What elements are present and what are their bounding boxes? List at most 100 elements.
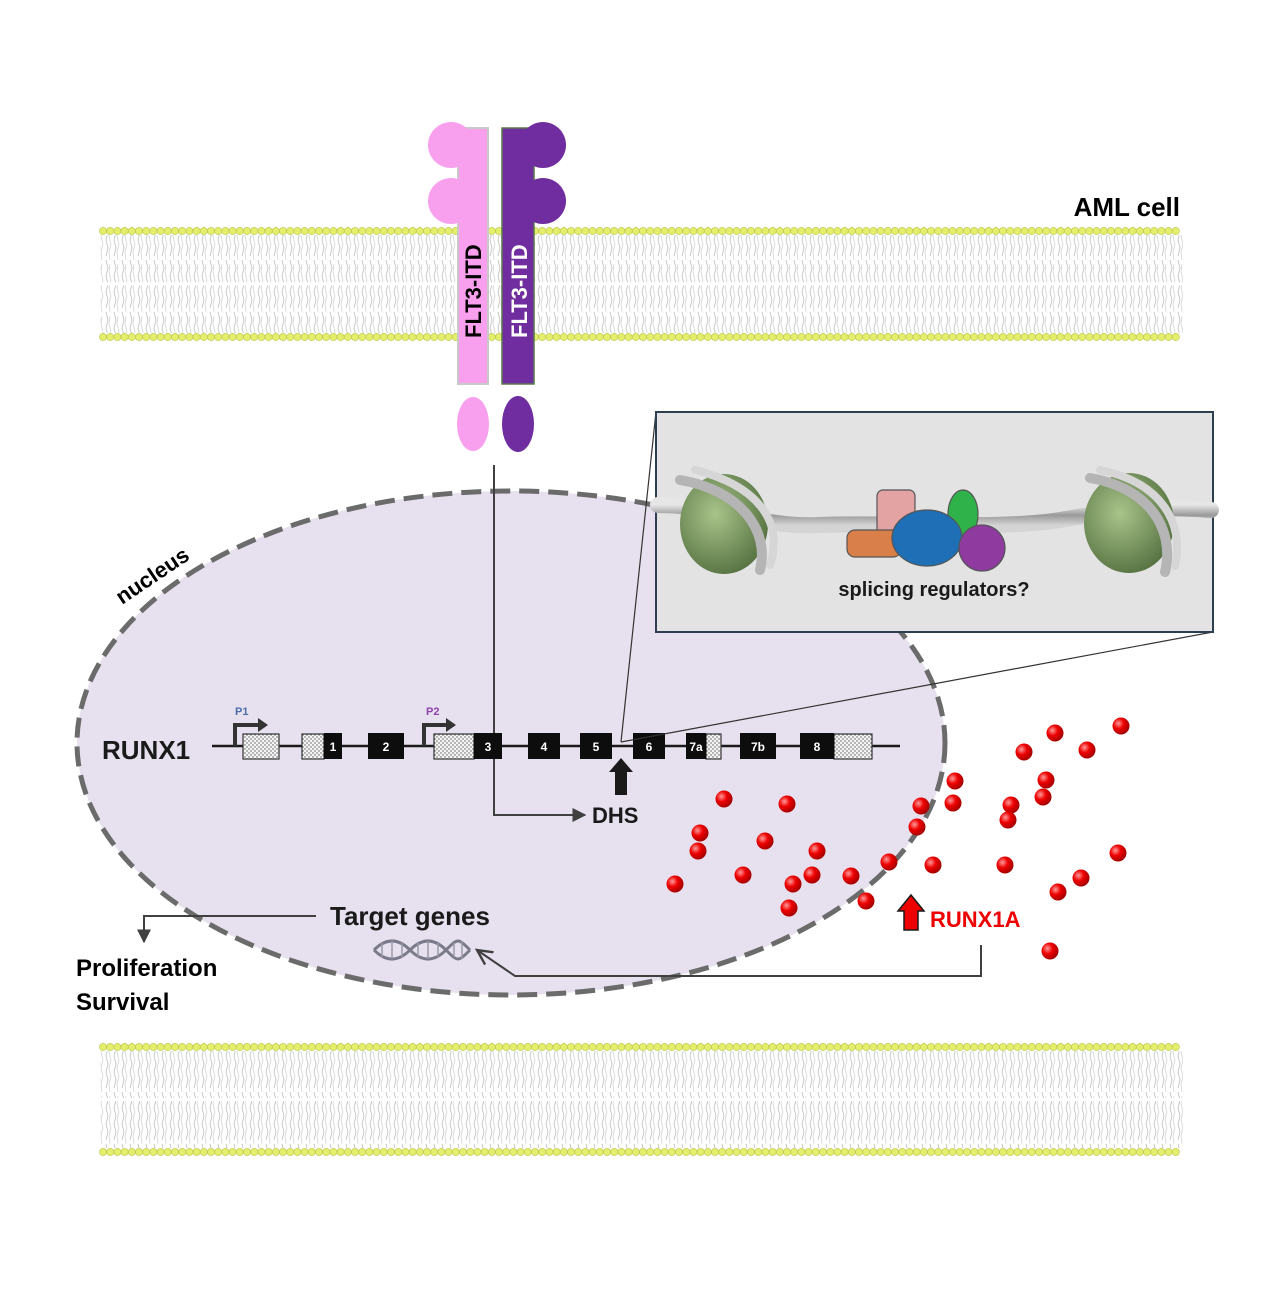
lipid-head bbox=[718, 227, 727, 235]
lipid-head bbox=[329, 1148, 338, 1156]
outcome-proliferation: Proliferation bbox=[76, 955, 217, 982]
lipid-head bbox=[127, 1148, 136, 1156]
lipid-head bbox=[1006, 1043, 1015, 1051]
lipid-head bbox=[898, 333, 907, 341]
lipid-head bbox=[487, 1043, 496, 1051]
lipid-head bbox=[127, 333, 136, 341]
lipid-head bbox=[365, 1148, 374, 1156]
lipid-head bbox=[286, 227, 295, 235]
lipid-head bbox=[372, 1148, 381, 1156]
lipid-head bbox=[775, 227, 784, 235]
lipid-head bbox=[682, 227, 691, 235]
lipid-head bbox=[718, 333, 727, 341]
lipid-head bbox=[919, 333, 928, 341]
lipid-head bbox=[1114, 1043, 1123, 1051]
lipid-head bbox=[610, 1148, 619, 1156]
lipid-head bbox=[754, 227, 763, 235]
lipid-head bbox=[423, 1043, 431, 1051]
lipid-head bbox=[639, 1043, 647, 1051]
lipid-head bbox=[538, 227, 547, 235]
lipid-head bbox=[588, 1043, 597, 1051]
runx1a-protein-cloud bbox=[666, 717, 1130, 960]
lipid-head bbox=[1063, 1043, 1072, 1051]
lipid-head bbox=[1078, 227, 1087, 235]
promoter-arrow-icon: P1 bbox=[233, 706, 268, 746]
lipid-head bbox=[480, 1043, 489, 1051]
lipid-head bbox=[675, 1148, 683, 1156]
lipid-head bbox=[1063, 333, 1072, 341]
lipid-head bbox=[286, 333, 295, 341]
lipid-head bbox=[329, 333, 338, 341]
runx1a-protein bbox=[944, 794, 962, 812]
lipid-head bbox=[963, 1043, 971, 1051]
lipid-head bbox=[142, 1148, 151, 1156]
runx1a-protein bbox=[842, 867, 860, 885]
lipid-head bbox=[797, 227, 806, 235]
lipid-head bbox=[192, 1148, 201, 1156]
lipid-head bbox=[1099, 227, 1108, 235]
lipid-head bbox=[538, 1148, 547, 1156]
lipid-head bbox=[423, 227, 431, 235]
lipid-head bbox=[387, 1148, 395, 1156]
exon-label: 7a bbox=[689, 740, 703, 754]
lipid-head bbox=[293, 227, 302, 235]
lipid-head bbox=[1027, 333, 1036, 341]
lipid-head bbox=[754, 333, 763, 341]
lipid-head bbox=[1164, 333, 1173, 341]
exon-label: 5 bbox=[593, 740, 600, 754]
lipid-head bbox=[264, 1043, 273, 1051]
lipid-head bbox=[250, 1043, 259, 1051]
lipid-head bbox=[1135, 1043, 1144, 1051]
lipid-head bbox=[977, 333, 986, 341]
runx1a-protein bbox=[1049, 883, 1067, 901]
lipid-head bbox=[696, 1043, 705, 1051]
lipid-head bbox=[1056, 227, 1065, 235]
lipid-head bbox=[912, 1148, 921, 1156]
lipid-head bbox=[451, 1148, 460, 1156]
lipid-head bbox=[243, 1043, 251, 1051]
lipid-head bbox=[185, 1043, 194, 1051]
lipid-head bbox=[862, 1043, 871, 1051]
lipid-head bbox=[279, 333, 287, 341]
lipid-head bbox=[970, 333, 979, 341]
lipid-head bbox=[509, 1043, 518, 1051]
lipid-head bbox=[156, 333, 165, 341]
lipid-head bbox=[113, 1148, 122, 1156]
lipid-head bbox=[689, 1043, 698, 1051]
lipid-head bbox=[552, 1043, 561, 1051]
lipid-head bbox=[631, 1148, 640, 1156]
lipid-head bbox=[574, 1043, 583, 1051]
lipid-head bbox=[790, 227, 799, 235]
lipid-head bbox=[574, 1148, 583, 1156]
lipid-head bbox=[545, 227, 554, 235]
lipid-head bbox=[365, 1043, 374, 1051]
lipid-head bbox=[343, 333, 352, 341]
lipid-head bbox=[869, 333, 878, 341]
lipid-head bbox=[495, 1148, 503, 1156]
lipid-head bbox=[977, 1148, 986, 1156]
outcome-arrow bbox=[137, 915, 316, 944]
lipid-head bbox=[1157, 333, 1166, 341]
lipid-head bbox=[963, 227, 971, 235]
exon-label: 6 bbox=[646, 740, 653, 754]
lipid-head bbox=[228, 1148, 237, 1156]
lipid-head bbox=[667, 1043, 676, 1051]
lipid-head bbox=[430, 1043, 439, 1051]
lipid-head bbox=[869, 1043, 878, 1051]
lipid-head bbox=[293, 1148, 302, 1156]
lipid-head bbox=[617, 227, 626, 235]
lipid-head bbox=[185, 227, 194, 235]
lipid-head bbox=[1013, 227, 1022, 235]
lipid-head bbox=[538, 333, 547, 341]
zoom-line-bottom bbox=[620, 631, 1214, 743]
lipid-head bbox=[329, 227, 338, 235]
lipid-head bbox=[876, 1043, 885, 1051]
lipid-head bbox=[149, 227, 158, 235]
lipid-head bbox=[394, 227, 403, 235]
lipid-head bbox=[523, 1148, 532, 1156]
lipid-head bbox=[199, 227, 208, 235]
lipid-head bbox=[581, 1043, 590, 1051]
lipid-head bbox=[1056, 333, 1065, 341]
